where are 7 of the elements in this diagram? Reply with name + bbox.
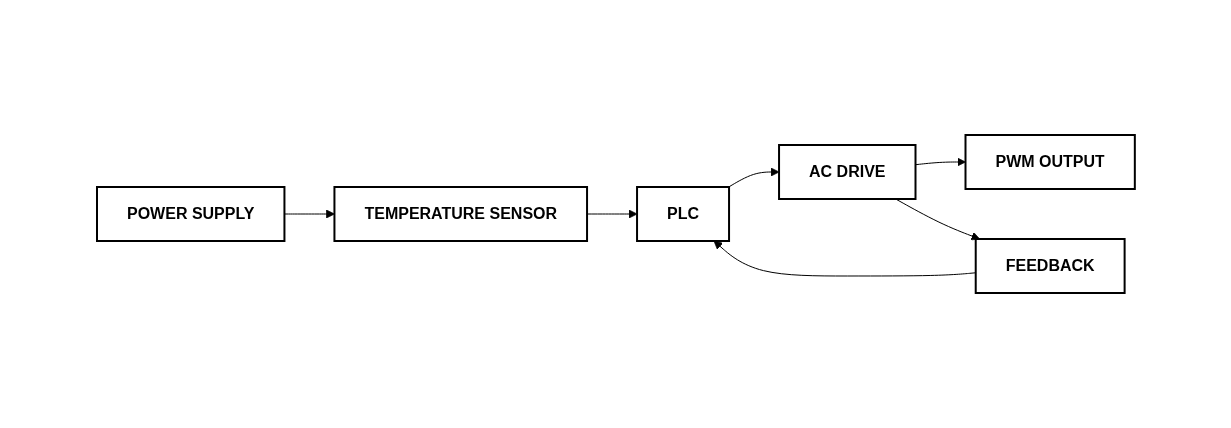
node-box: TEMPERATURE SENSOR bbox=[333, 186, 588, 242]
node-box: PLC bbox=[635, 186, 730, 242]
arrow bbox=[713, 240, 976, 277]
node-box: PWM OUTPUT bbox=[964, 134, 1136, 190]
node-box: AC DRIVE bbox=[777, 144, 917, 200]
node-box: FEEDBACK bbox=[974, 238, 1126, 294]
node-box: POWER SUPPLY bbox=[95, 186, 285, 242]
